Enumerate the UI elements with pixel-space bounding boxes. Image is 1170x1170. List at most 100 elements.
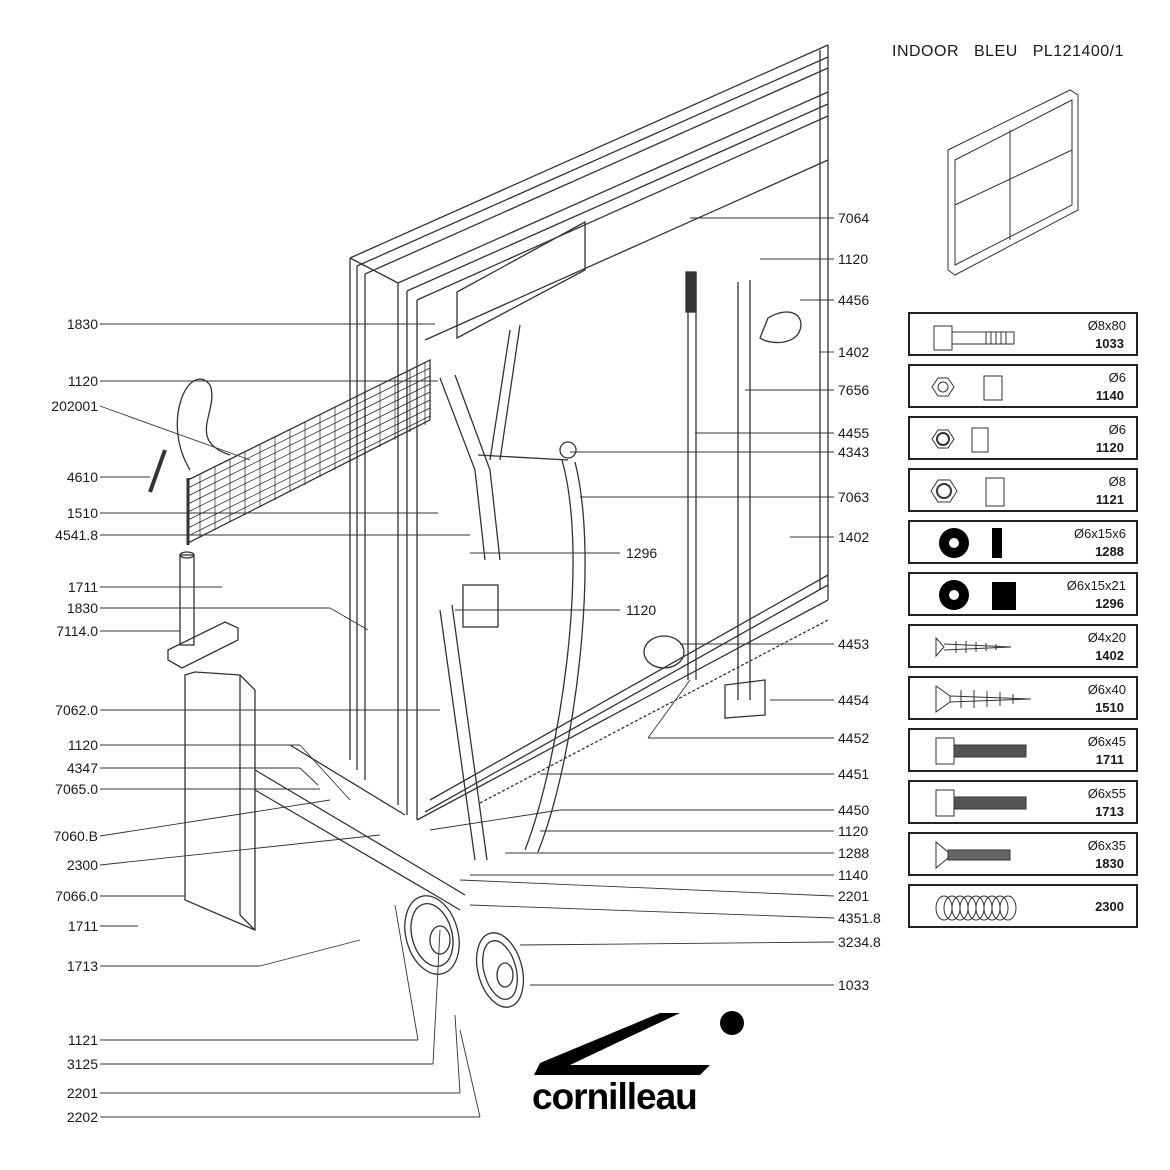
part-label: 1830	[66, 600, 98, 616]
leader-lines	[99, 217, 835, 1118]
table-thumbnail	[947, 89, 1079, 276]
hardware-item: Ø8x80 1033	[908, 312, 1138, 356]
part-label: 3234.8	[838, 934, 881, 950]
hex-nut-icon	[931, 375, 1003, 401]
support-struts	[439, 324, 586, 861]
part-label: 7114.0	[56, 623, 98, 639]
countersunk-bolt-icon	[935, 840, 1011, 870]
part-label: 7063	[838, 489, 870, 505]
part-label: 4451	[838, 766, 870, 782]
hardware-code: 1510	[1095, 700, 1124, 715]
part-label: 4454	[838, 692, 870, 708]
page-title: INDOOR BLEU PL121400/1	[892, 43, 1134, 61]
part-label: 1120	[67, 737, 98, 753]
net-assembly	[148, 358, 431, 545]
hardware-code: 1121	[1095, 492, 1124, 507]
hardware-item: Ø6x15x21 1296	[908, 572, 1138, 616]
part-label: 4351.8	[838, 910, 881, 926]
brand-logo-text: cornilleau	[532, 1076, 698, 1117]
hardware-item: Ø6x15x6 1288	[908, 520, 1138, 564]
lock-nut-icon	[931, 427, 989, 453]
hardware-code: 1120	[1095, 440, 1124, 455]
part-label: 4343	[838, 444, 870, 460]
part-label: 1510	[66, 505, 98, 521]
hardware-code: 1288	[1095, 544, 1124, 559]
spacer-icon	[939, 580, 1016, 610]
part-label: 4347	[66, 760, 98, 776]
part-label: 3125	[66, 1056, 98, 1072]
hardware-code: 1713	[1095, 804, 1124, 819]
net-post	[167, 551, 239, 669]
cornilleau-logo-icon	[534, 1011, 744, 1075]
part-label: 1033	[838, 977, 870, 993]
hardware-code: 2300	[1095, 899, 1124, 914]
hardware-item: Ø4x20 1402	[908, 624, 1138, 668]
part-label: 2201	[838, 888, 870, 904]
part-label: 7064	[838, 210, 870, 226]
hardware-item: Ø6x35 1830	[908, 832, 1138, 876]
wheel-right	[475, 932, 525, 1008]
part-label: 7656	[838, 382, 870, 398]
part-label: 2202	[66, 1109, 98, 1125]
hardware-size: Ø6x55	[1087, 786, 1126, 801]
part-label: 2201	[66, 1085, 98, 1101]
hardware-item: Ø6x45 1711	[908, 728, 1138, 772]
part-label: 1120	[67, 373, 98, 389]
part-label: 1140	[838, 867, 869, 883]
lock-nut-icon	[930, 477, 1005, 507]
part-label: 2300	[66, 857, 98, 873]
part-label: 1120	[838, 823, 869, 839]
hex-screw-icon	[935, 737, 1027, 765]
hardware-code: 1402	[1095, 648, 1124, 663]
part-label: 7065.0	[55, 781, 98, 797]
title-indoor: INDOOR	[892, 43, 959, 60]
hardware-size: Ø6	[1108, 422, 1126, 437]
wheel-left	[404, 895, 460, 975]
hardware-code: 1296	[1095, 596, 1124, 611]
hardware-item: 2300	[908, 884, 1138, 928]
countersunk-screw-icon	[935, 685, 1032, 713]
part-label: 1288	[838, 845, 870, 861]
hardware-item: Ø6x55 1713	[908, 780, 1138, 824]
part-label: 4541.8	[55, 527, 98, 543]
part-label: 4453	[838, 636, 870, 652]
hardware-size: Ø4x20	[1087, 630, 1126, 645]
hardware-size: Ø8x80	[1087, 318, 1126, 333]
label-plate	[456, 220, 586, 340]
part-label: 4450	[838, 802, 870, 818]
part-label: 4610	[66, 469, 98, 485]
part-label: 1402	[838, 344, 870, 360]
hardware-size: Ø6	[1108, 370, 1126, 385]
hardware-size: Ø6x45	[1087, 734, 1126, 749]
hardware-size: Ø6x40	[1087, 682, 1126, 697]
part-label: 1830	[66, 316, 98, 332]
hardware-size: Ø6x35	[1087, 838, 1126, 853]
foot-bar	[254, 744, 466, 911]
hardware-code: 1140	[1095, 388, 1124, 403]
hardware-size: Ø8	[1108, 474, 1126, 489]
part-label: 4455	[838, 425, 870, 441]
part-label: 4456	[838, 292, 870, 308]
part-label: 1120	[626, 602, 657, 618]
part-label: 1402	[838, 529, 870, 545]
hardware-item: Ø6 1120	[908, 416, 1138, 460]
part-label: 1711	[67, 579, 98, 595]
part-label: 1713	[66, 958, 98, 974]
part-label: 7060.B	[53, 828, 98, 844]
part-label: 7066.0	[55, 888, 98, 904]
title-bleu: BLEU	[973, 43, 1018, 60]
hex-bolt-icon	[933, 325, 1015, 351]
hardware-size: Ø6x15x6	[1073, 526, 1126, 541]
hardware-code: 1830	[1095, 856, 1124, 871]
hardware-code: 1711	[1095, 752, 1124, 767]
right-uprights	[643, 271, 802, 719]
hardware-size: Ø6x15x21	[1066, 578, 1126, 593]
title-reference: PL121400/1	[1032, 43, 1125, 60]
hardware-code: 1033	[1095, 336, 1124, 351]
part-label: 1296	[626, 545, 658, 561]
part-label: 1120	[838, 251, 869, 267]
hardware-item: Ø8 1121	[908, 468, 1138, 512]
washer-icon	[939, 528, 1002, 558]
part-label: 4452	[838, 730, 870, 746]
